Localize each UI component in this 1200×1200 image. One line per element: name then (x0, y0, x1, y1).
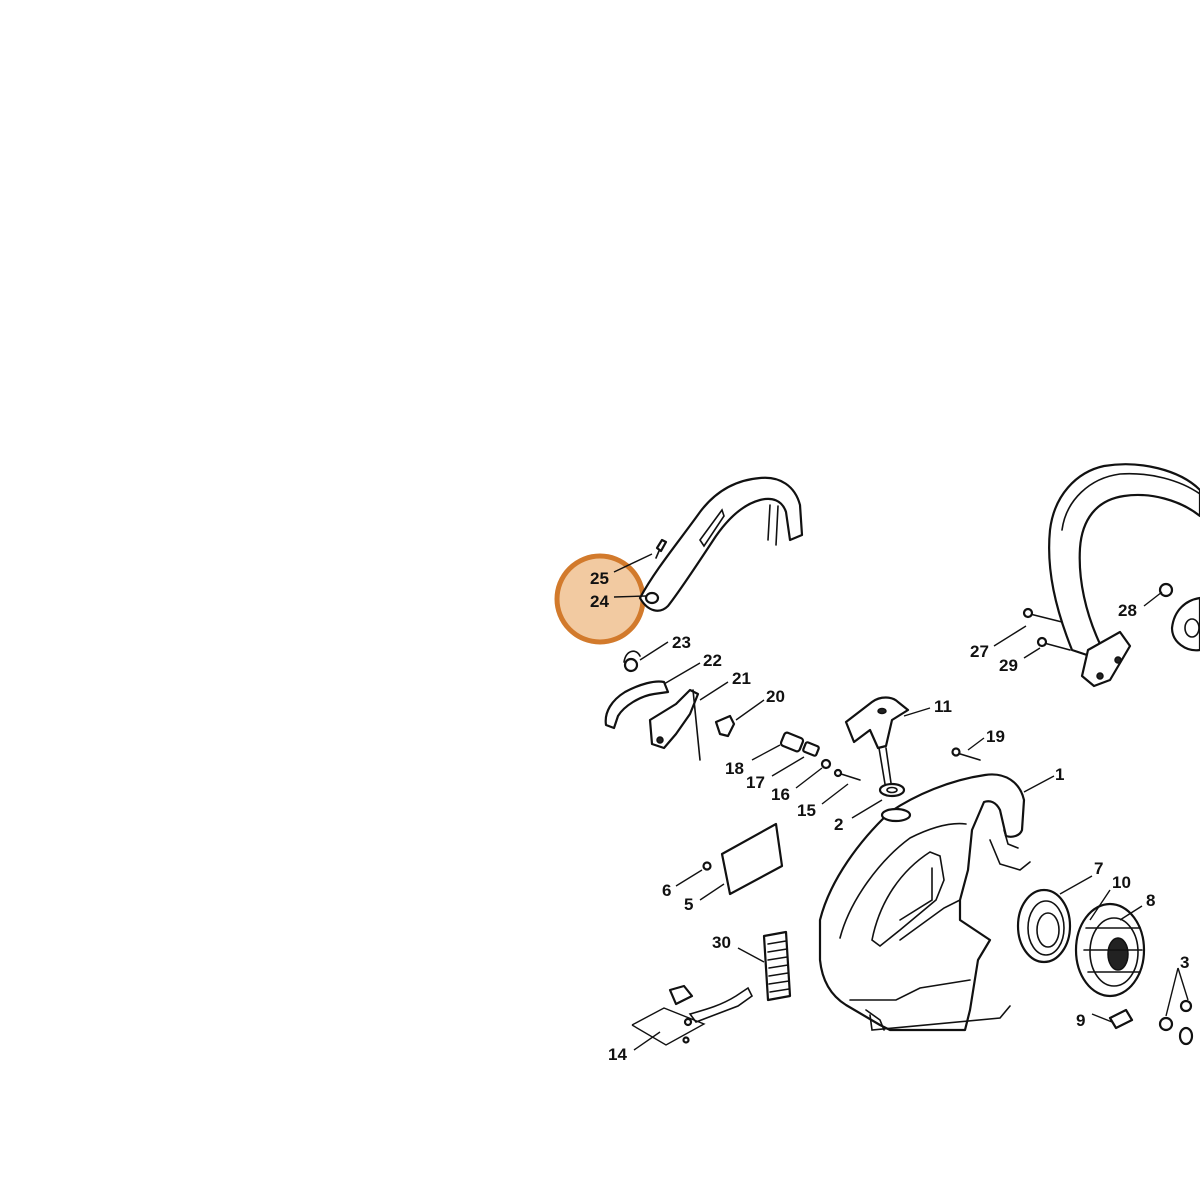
callout-5[interactable]: 5 (684, 895, 693, 914)
part-handle-bar (1048, 463, 1200, 688)
callout-2[interactable]: 2 (834, 815, 843, 834)
callout-23[interactable]: 23 (672, 633, 691, 652)
leader-lines (613, 553, 1189, 1051)
callout-14[interactable]: 14 (608, 1045, 627, 1064)
part-screw-29 (1036, 636, 1071, 651)
callout-22[interactable]: 22 (703, 651, 722, 670)
callout-18[interactable]: 18 (725, 759, 744, 778)
part-screw-25 (655, 538, 668, 559)
part-lever-22 (604, 680, 670, 730)
part-grommet-2 (878, 782, 906, 798)
callout-10[interactable]: 10 (1112, 873, 1131, 892)
part-grille-30 (762, 930, 792, 1002)
part-screw-19 (951, 747, 981, 761)
callout-20[interactable]: 20 (766, 687, 785, 706)
part-plate-5 (720, 822, 784, 896)
part-washer-16 (820, 758, 832, 770)
part-pulley-8 (1074, 902, 1146, 998)
callout-1[interactable]: 1 (1055, 765, 1064, 784)
callout-25[interactable]: 25 (590, 569, 609, 588)
part-spring-7 (1016, 888, 1072, 964)
part-starter-grip-11 (844, 696, 910, 791)
part-throttle-14 (668, 984, 754, 1044)
callout-17[interactable]: 17 (746, 773, 765, 792)
callout-labels: 25 24 23 22 21 20 11 19 18 17 16 15 2 1 … (590, 569, 1189, 1064)
callout-27[interactable]: 27 (970, 642, 989, 661)
callout-30[interactable]: 30 (712, 933, 731, 952)
part-vibration-mount (1170, 596, 1200, 652)
part-brake-lever-21 (648, 688, 701, 761)
callout-15[interactable]: 15 (797, 801, 816, 820)
part-spring-23 (623, 650, 641, 673)
callout-19[interactable]: 19 (986, 727, 1005, 746)
part-screw-3 (1158, 999, 1194, 1046)
part-sleeve-18 (779, 731, 805, 753)
part-front-handle-guard (638, 476, 804, 612)
part-housing-1 (818, 773, 1031, 1032)
part-bushing-17 (802, 741, 820, 757)
callout-3[interactable]: 3 (1180, 953, 1189, 972)
callout-11[interactable]: 11 (934, 697, 952, 716)
callout-7[interactable]: 7 (1094, 859, 1103, 878)
callout-6[interactable]: 6 (662, 881, 671, 900)
part-screw-15 (833, 768, 861, 781)
callout-28[interactable]: 28 (1118, 601, 1137, 620)
part-pawl-9 (1108, 1008, 1134, 1030)
callout-29[interactable]: 29 (999, 656, 1018, 675)
callout-9[interactable]: 9 (1076, 1011, 1085, 1030)
part-screw-27 (1022, 607, 1063, 623)
callout-24[interactable]: 24 (590, 592, 609, 611)
callout-21[interactable]: 21 (732, 669, 751, 688)
part-rivet-6 (702, 861, 712, 871)
part-nut-28 (1158, 582, 1174, 598)
part-pin-20 (714, 714, 736, 738)
callout-16[interactable]: 16 (771, 785, 790, 804)
callout-8[interactable]: 8 (1146, 891, 1155, 910)
